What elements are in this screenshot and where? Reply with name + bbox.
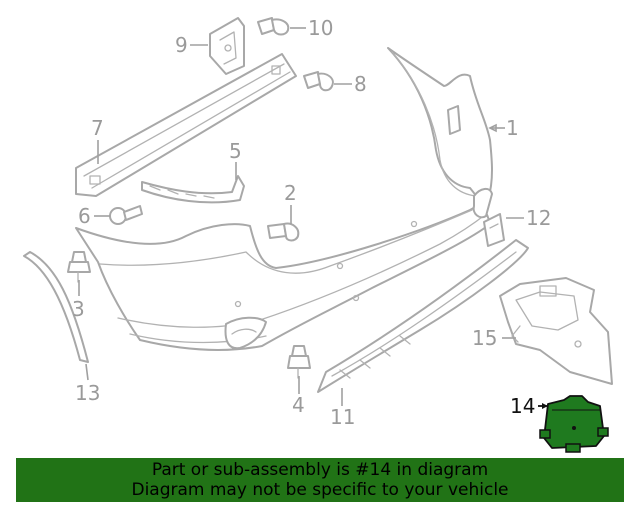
part-9-bracket	[209, 17, 245, 75]
part-10-bolt	[257, 17, 290, 36]
part-13-molding	[23, 251, 89, 363]
callout-14: 14	[510, 394, 535, 418]
part-3-clip	[67, 251, 91, 283]
part-2-bolt	[267, 222, 300, 242]
callout-5: 5	[229, 139, 242, 163]
callout-11: 11	[330, 405, 355, 429]
callout-7: 7	[91, 116, 104, 140]
callout-2: 2	[284, 181, 297, 205]
part-12-bracket	[483, 213, 505, 247]
part-14-module	[539, 395, 609, 453]
leader-lines	[78, 27, 548, 409]
part-15-bracket	[499, 277, 613, 385]
callout-9: 9	[175, 33, 188, 57]
info-banner: Part or sub-assembly is #14 in diagram D…	[16, 458, 624, 502]
parts-diagram: 1 2 3 4 5 6 7 8 9 10 11 12 13 14 15	[23, 16, 613, 453]
callout-10: 10	[308, 16, 333, 40]
part-6-screw	[109, 205, 143, 225]
callout-3: 3	[72, 297, 85, 321]
callout-13: 13	[75, 381, 100, 405]
callout-15: 15	[472, 326, 497, 350]
callout-4: 4	[292, 393, 305, 417]
part-7-reinforcement	[75, 53, 297, 197]
callout-8: 8	[354, 72, 367, 96]
part-5-strip	[141, 175, 245, 204]
callout-1: 1	[506, 116, 519, 140]
part-8-bolt	[303, 71, 334, 92]
part-11-skid-plate	[317, 239, 529, 393]
banner-line-1: Part or sub-assembly is #14 in diagram	[151, 460, 489, 480]
banner-line-2: Diagram may not be specific to your vehi…	[131, 480, 509, 500]
part-1-bumper-cover	[75, 47, 493, 351]
callout-6: 6	[78, 204, 91, 228]
callout-labels: 1 2 3 4 5 6 7 8 9 10 11 12 13 14 15	[72, 16, 551, 429]
part-4-clip	[287, 345, 311, 379]
callout-12: 12	[526, 206, 551, 230]
